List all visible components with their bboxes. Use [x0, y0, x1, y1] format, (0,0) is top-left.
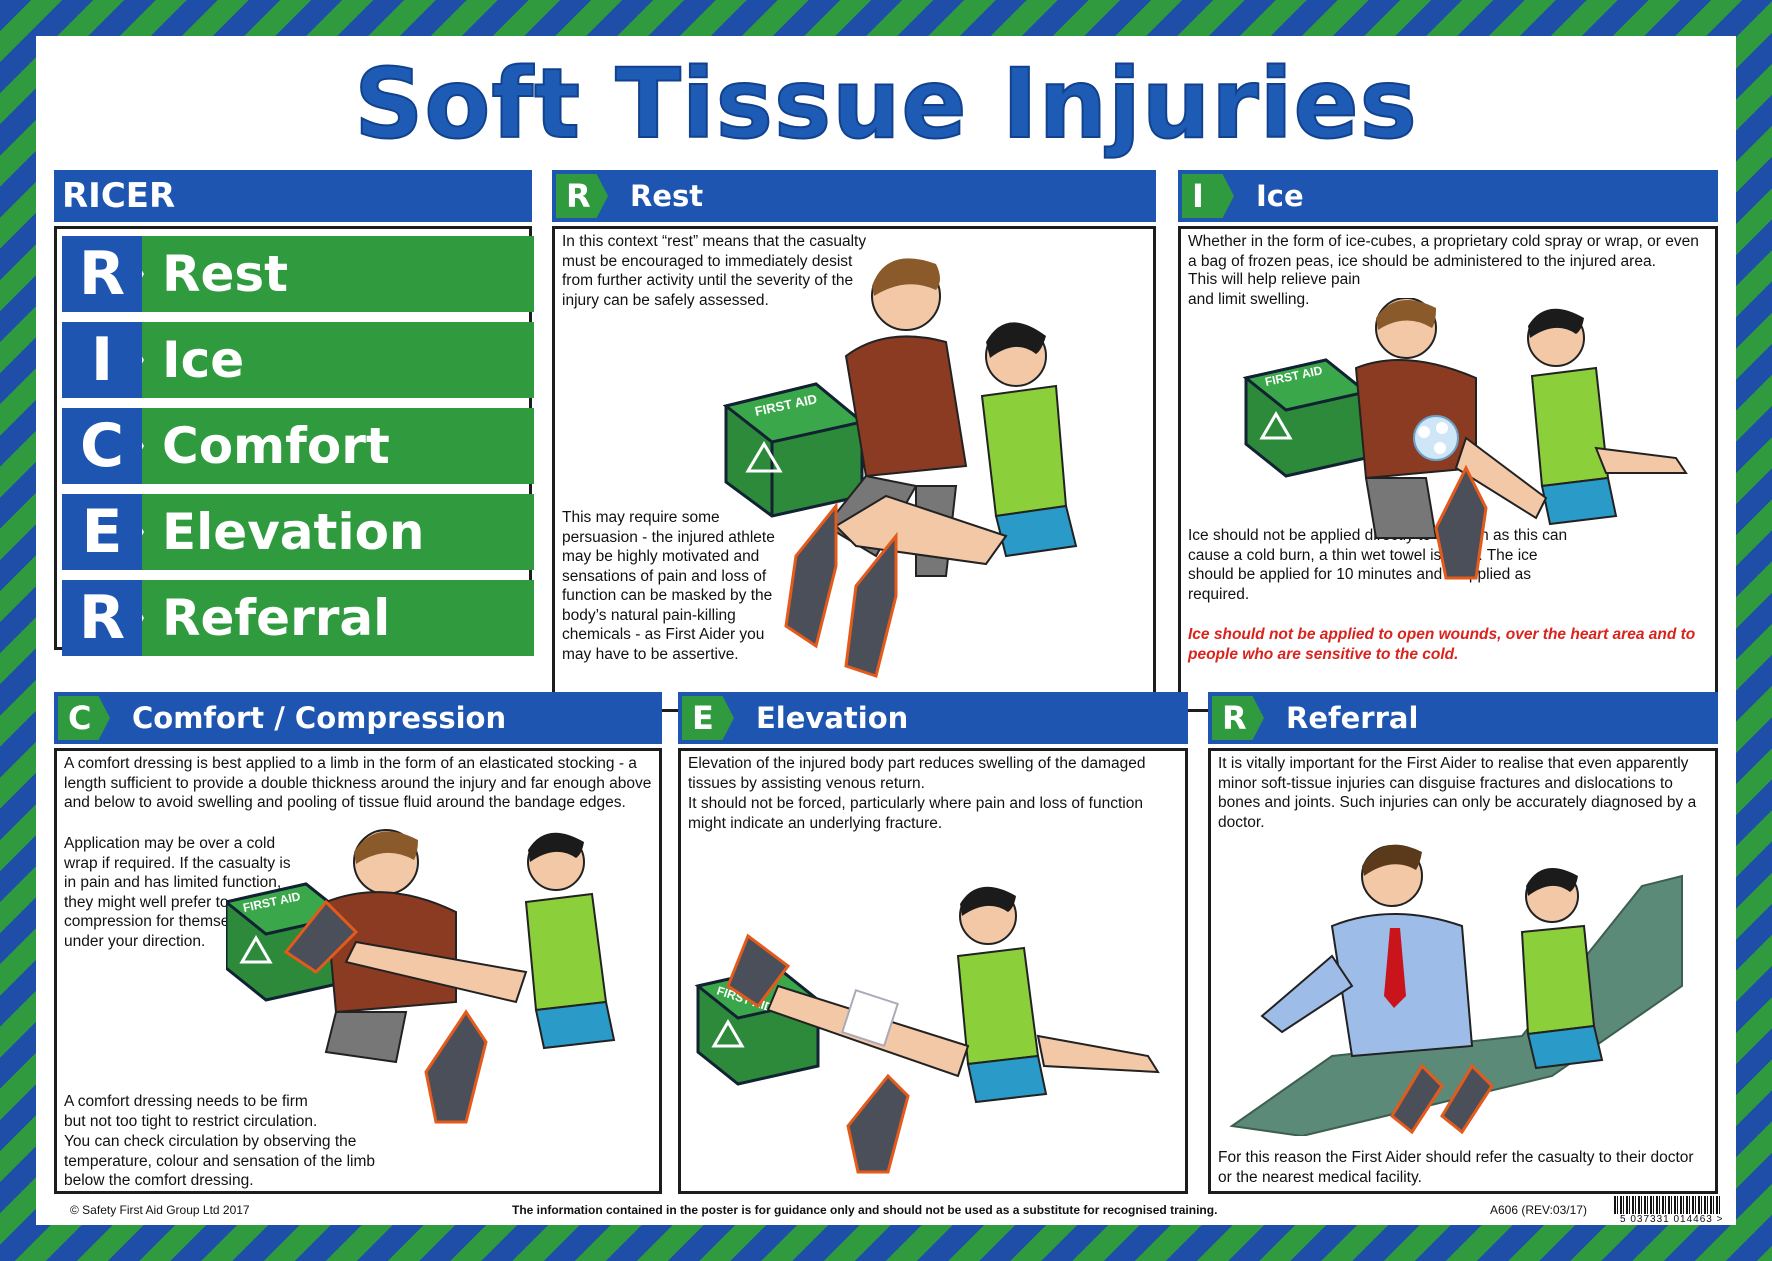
first-aider-figure [1354, 298, 1477, 539]
injured-athlete-figure [1390, 868, 1604, 1135]
ricer-header-label: RICER [62, 176, 176, 216]
rest-text-1: In this context “rest” means that the ca… [562, 233, 867, 309]
comfort-text-2: Application may be over a cold wrap if r… [64, 835, 296, 950]
ice-header: I Ice [1178, 170, 1718, 222]
injured-athlete-figure [784, 322, 1078, 678]
ricer-row-comfort: C Comfort [62, 408, 534, 484]
elevation-header: E Elevation [678, 692, 1188, 744]
product-code: A606 (REV:03/17) [1490, 1203, 1587, 1217]
poster: Soft Tissue Injuries RICER R Rest I Ice … [36, 36, 1736, 1225]
poster-title: Soft Tissue Injuries [353, 47, 1418, 161]
referral-letter: R [1212, 696, 1264, 740]
comfort-label: Comfort / Compression [132, 701, 507, 735]
first-aid-kit-icon: FIRST AID [722, 382, 866, 518]
ricer-row-referral: R Referral [62, 580, 534, 656]
ice-illustration: FIRST AID [1242, 298, 1688, 580]
injured-athlete-figure [1434, 308, 1688, 580]
ricer-word: Referral [162, 589, 391, 647]
comfort-text-4: You can check circulation by observing t… [64, 1133, 376, 1189]
rest-text-2: This may require some persuasion - the i… [562, 509, 775, 663]
ricer-word: Ice [162, 331, 245, 389]
first-aider-figure [324, 829, 457, 1064]
ice-pack-icon [1413, 415, 1459, 461]
barcode-number: 5 037331 014463 > [1620, 1214, 1724, 1225]
rest-label: Rest [630, 179, 704, 213]
ricer-word: Rest [162, 245, 289, 303]
ricer-row-ice: I Ice [62, 322, 534, 398]
referral-text-2: For this reason the First Aider should r… [1218, 1149, 1694, 1186]
elevation-illustration: FIRST AID [694, 886, 1160, 1174]
disclaimer-text: The information contained in the poster … [512, 1203, 1218, 1217]
rest-illustration: FIRST AID [722, 258, 1078, 678]
injured-athlete-figure [283, 832, 616, 1124]
ricer-header: RICER [54, 170, 532, 222]
ricer-word: Comfort [162, 417, 390, 475]
ricer-word: Elevation [162, 503, 425, 561]
ice-label: Ice [1256, 179, 1304, 213]
ricer-letter: C [79, 411, 125, 481]
elevation-label: Elevation [756, 701, 909, 735]
elevation-letter: E [682, 696, 734, 740]
referral-label: Referral [1286, 701, 1419, 735]
elevation-text-2: It should not be forced, particularly wh… [688, 795, 1143, 832]
referral-text-1: It is vitally important for the First Ai… [1218, 755, 1697, 831]
ice-text-2: This will help relieve pain and limit sw… [1188, 271, 1361, 308]
ricer-letter: E [81, 497, 123, 567]
comfort-text-1: A comfort dressing is best applied to a … [64, 755, 652, 811]
comfort-letter: C [58, 696, 110, 740]
rest-letter: R [556, 174, 608, 218]
ricer-letter: I [90, 325, 114, 395]
comfort-text-3: A comfort dressing needs to be firm but … [64, 1093, 318, 1130]
comfort-illustration: FIRST AID [226, 829, 616, 1124]
comfort-header: C Comfort / Compression [54, 692, 662, 744]
ricer-letter: R [78, 239, 126, 309]
barcode [1614, 1196, 1722, 1214]
doctor-figure [1260, 844, 1474, 1058]
ice-text-1: Whether in the form of ice-cubes, a prop… [1188, 233, 1699, 270]
first-aid-kit-icon: FIRST AID [1242, 358, 1370, 478]
injured-athlete-figure [726, 886, 1160, 1174]
referral-header: R Referral [1208, 692, 1718, 744]
ricer-letter: R [78, 583, 126, 653]
elevation-text-1: Elevation of the injured body part reduc… [688, 755, 1146, 792]
ice-warning: Ice should not be applied to open wounds… [1188, 626, 1696, 663]
ice-letter: I [1182, 174, 1234, 218]
referral-illustration [1229, 844, 1683, 1136]
ricer-row-elevation: E Elevation [62, 494, 534, 570]
copyright-text: © Safety First Aid Group Ltd 2017 [70, 1203, 250, 1217]
rest-header: R Rest [552, 170, 1156, 222]
ricer-row-rest: R Rest [62, 236, 534, 312]
